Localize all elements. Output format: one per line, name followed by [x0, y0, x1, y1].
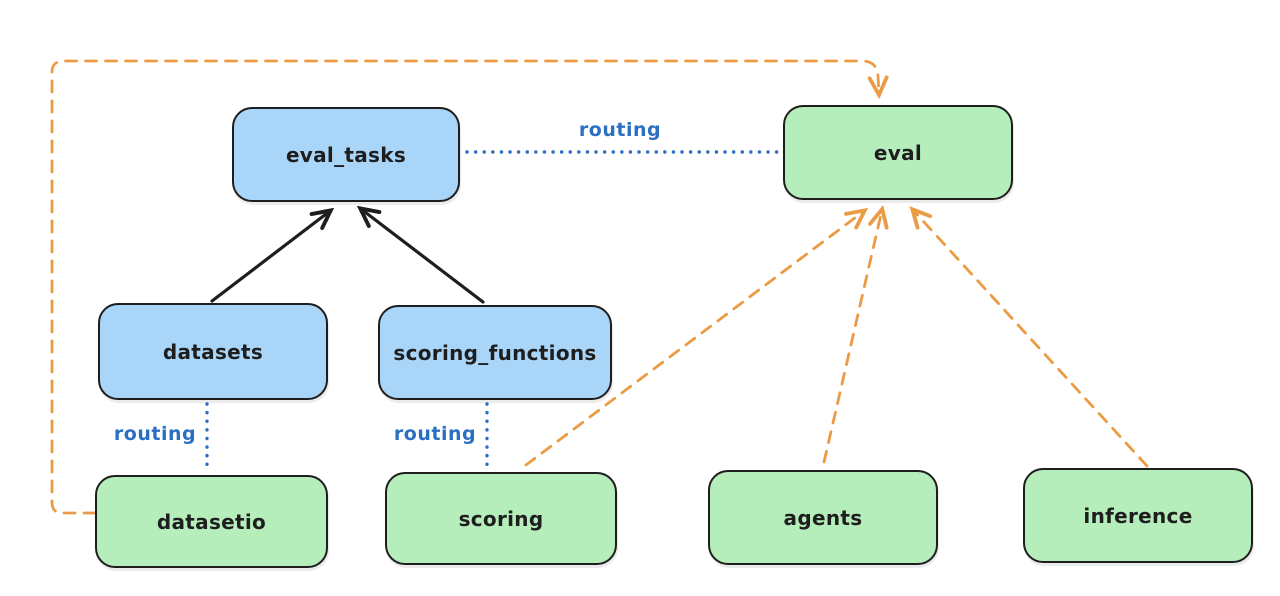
- edge-datasetio-to-eval: [50, 59, 879, 515]
- node-datasetio: datasetio: [95, 475, 328, 568]
- node-eval: eval: [783, 105, 1013, 200]
- edge-agents-to-eval: [822, 210, 882, 464]
- node-datasets: datasets: [98, 303, 328, 400]
- edge-datasets-to-eval-tasks: [210, 211, 330, 303]
- node-agents: agents: [708, 470, 938, 565]
- node-inference-label: inference: [1083, 503, 1193, 528]
- node-datasetio-label: datasetio: [156, 509, 267, 534]
- edge-scoring-functions-to-eval-tasks: [361, 209, 485, 304]
- node-eval-tasks-label: eval_tasks: [285, 142, 407, 167]
- node-eval-label: eval: [873, 140, 923, 165]
- node-inference: inference: [1023, 468, 1253, 563]
- routing-label-datasets-datasetio: routing: [113, 423, 197, 445]
- node-scoring: scoring: [385, 472, 617, 565]
- node-scoring-functions-label: scoring_functions: [393, 340, 597, 365]
- node-eval-tasks: eval_tasks: [232, 107, 460, 202]
- node-datasets-label: datasets: [162, 339, 264, 364]
- node-agents-label: agents: [783, 505, 863, 530]
- routing-label-eval-tasks-eval: routing: [578, 119, 662, 141]
- routing-label-scoring-functions-scoring: routing: [393, 423, 477, 445]
- node-scoring-label: scoring: [458, 506, 544, 531]
- node-scoring-functions: scoring_functions: [378, 305, 612, 400]
- edge-inference-to-eval: [913, 210, 1149, 468]
